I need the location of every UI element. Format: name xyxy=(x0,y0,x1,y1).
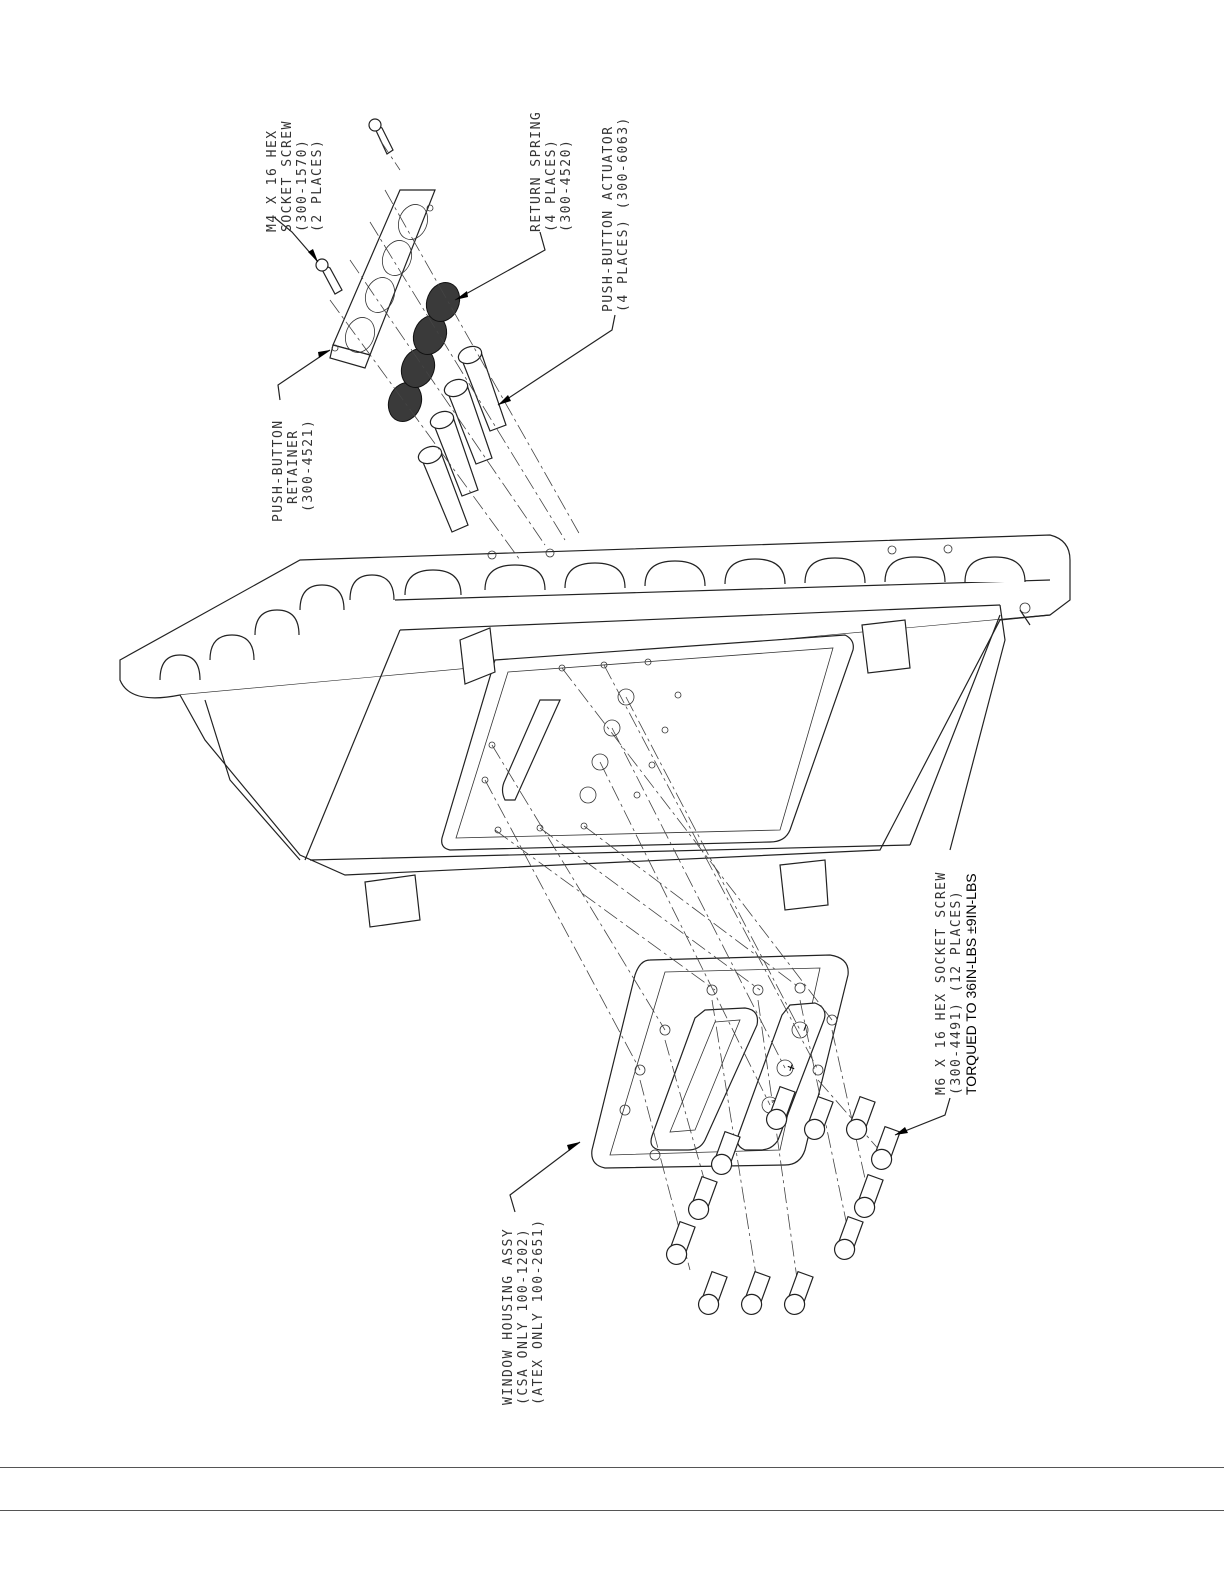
label-line: M6 X 16 HEX SOCKET SCREW xyxy=(934,871,949,1095)
label-line: (ATEX ONLY 100-2651) xyxy=(531,1218,546,1405)
flange-bosses xyxy=(159,556,1026,681)
label-m6-hex-screw: M6 X 16 HEX SOCKET SCREW (300-4491) (12 … xyxy=(934,871,979,1095)
alignment-lines-lower xyxy=(484,664,889,1301)
label-line: SOCKET SCREW xyxy=(280,120,295,232)
leader-lines xyxy=(274,217,951,1213)
main-enclosure xyxy=(119,534,1071,928)
label-return-spring: RETURN SPRING (4 PLACES) (300-4520) xyxy=(529,111,574,232)
label-line: (CSA ONLY 100-1202) xyxy=(516,1228,531,1405)
torque-note: TORQUED TO 36IN-LBS ±9IN-LBS xyxy=(963,873,979,1095)
panel-holes xyxy=(481,658,682,834)
label-line: PUSH-BUTTON xyxy=(271,419,286,522)
alignment-lines-upper xyxy=(329,139,581,561)
label-m4-hex-screw: M4 X 16 HEX SOCKET SCREW (300-1570) (2 P… xyxy=(265,120,325,232)
label-line: (4 PLACES) xyxy=(544,139,559,232)
label-line: PUSH-BUTTON ACTUATOR xyxy=(601,125,616,312)
label-line: (4 PLACES) (300-6063) xyxy=(616,116,631,312)
label-line: (2 PLACES) xyxy=(310,139,325,232)
label-line: (300-1570) xyxy=(295,139,310,232)
m6-hex-screws xyxy=(665,1085,901,1315)
label-line: (300-4520) xyxy=(559,139,574,232)
label-line: RETURN SPRING xyxy=(529,111,544,232)
push-button-retainer xyxy=(329,189,436,369)
label-line: M4 X 16 HEX xyxy=(265,129,280,232)
standoff-blocks xyxy=(364,619,911,928)
label-line: RETAINER xyxy=(286,429,301,504)
return-springs xyxy=(387,282,461,422)
push-button-actuators xyxy=(417,345,507,533)
label-push-button-actuator: PUSH-BUTTON ACTUATOR (4 PLACES) (300-606… xyxy=(601,116,631,312)
label-line: (300-4521) xyxy=(301,419,316,512)
label-line: (300-4491) (12 PLACES) xyxy=(949,890,964,1095)
footer-rule-bottom xyxy=(0,1510,1224,1511)
label-line: WINDOW HOUSING ASSY xyxy=(501,1228,516,1405)
label-push-button-retainer: PUSH-BUTTON RETAINER (300-4521) xyxy=(271,419,316,522)
label-window-housing-assy: WINDOW HOUSING ASSY (CSA ONLY 100-1202) … xyxy=(501,1218,546,1405)
footer-rule-top xyxy=(0,1467,1224,1468)
